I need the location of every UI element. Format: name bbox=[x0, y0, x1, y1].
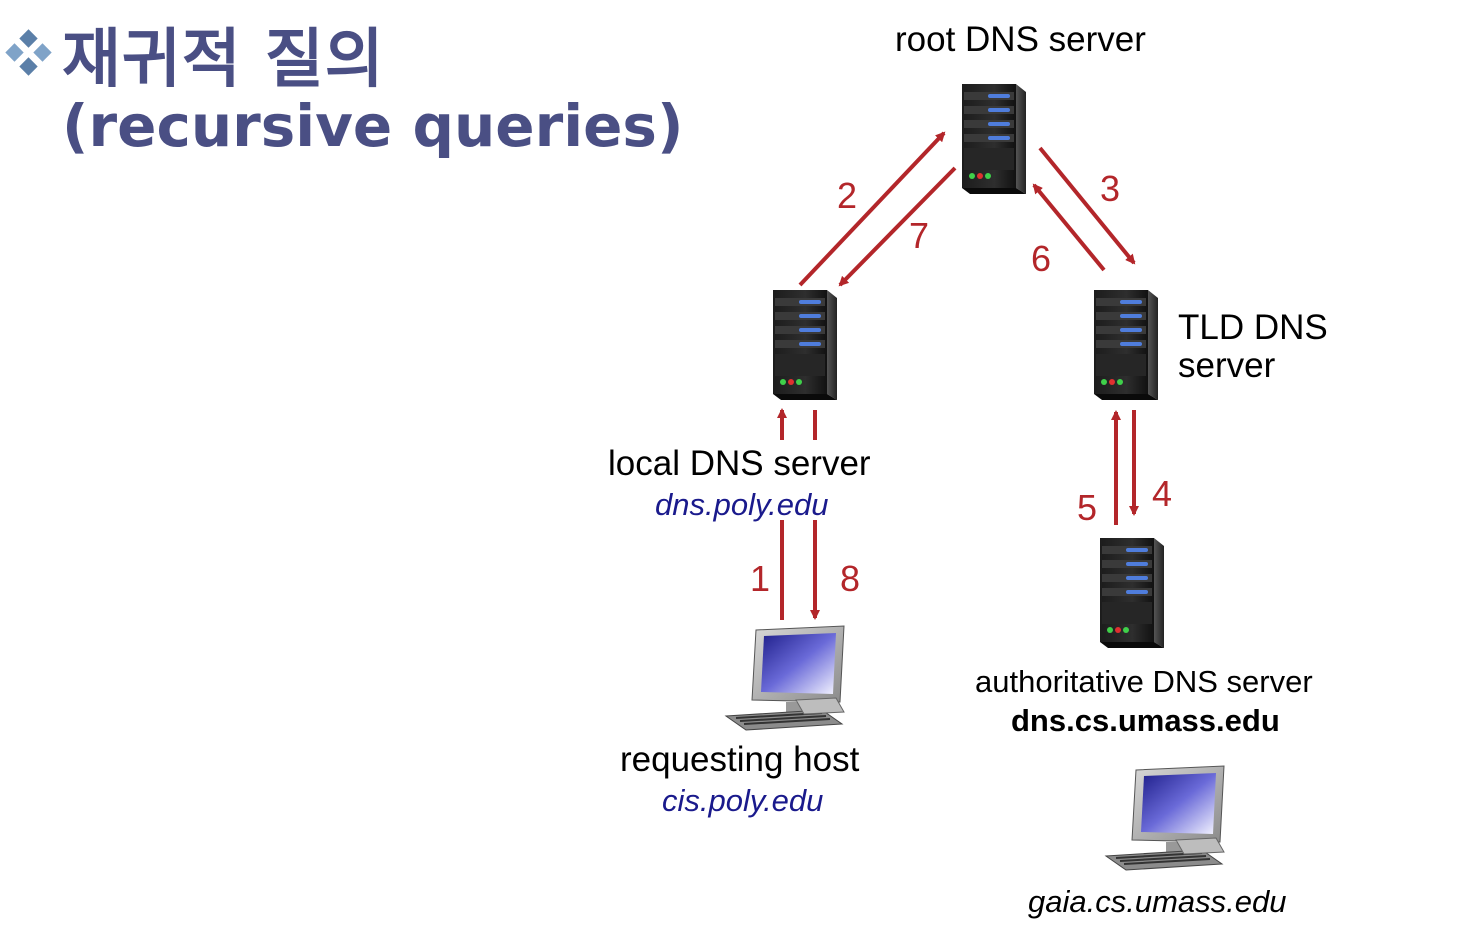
root-dns-server-icon bbox=[962, 84, 1026, 194]
step-number-3: 3 bbox=[1100, 168, 1121, 209]
step-number-7: 7 bbox=[909, 215, 930, 256]
requesting-host-hostname: cis.poly.edu bbox=[662, 783, 824, 818]
step-number-1: 1 bbox=[750, 558, 771, 599]
local-dns-server-hostname: dns.poly.edu bbox=[655, 487, 829, 522]
step-number-2: 2 bbox=[837, 175, 858, 216]
arrow-step-7 bbox=[838, 166, 957, 287]
arrow-step-6 bbox=[1032, 183, 1106, 272]
authoritative-dns-server-hostname: dns.cs.umass.edu bbox=[1011, 703, 1280, 738]
tld-dns-server-label-line1: TLD DNS bbox=[1178, 308, 1328, 347]
authoritative-dns-server-label: authoritative DNS server bbox=[975, 664, 1313, 699]
requesting-host-label: requesting host bbox=[620, 740, 860, 779]
tld-dns-server-label-line2: server bbox=[1178, 346, 1276, 385]
page-subtitle: (recursive queries) bbox=[62, 92, 684, 160]
tld-dns-server-icon bbox=[1094, 290, 1158, 400]
requesting-host-computer-icon bbox=[725, 625, 845, 731]
diamond-bullet-icon bbox=[5, 29, 52, 76]
local-dns-server-label: local DNS server bbox=[608, 444, 871, 483]
step-number-4: 4 bbox=[1152, 473, 1173, 514]
step-number-8: 8 bbox=[840, 558, 861, 599]
root-dns-server-label: root DNS server bbox=[895, 20, 1146, 59]
step-number-6: 6 bbox=[1031, 238, 1052, 279]
target-host-computer-icon bbox=[1105, 765, 1225, 871]
local-dns-server-icon bbox=[773, 290, 837, 400]
arrow-step-3 bbox=[1038, 146, 1136, 265]
step-number-5: 5 bbox=[1077, 487, 1098, 528]
authoritative-dns-server-icon bbox=[1100, 538, 1164, 648]
page-title: 재귀적 질의 bbox=[62, 23, 385, 97]
arrow-step-2 bbox=[798, 131, 946, 287]
target-host-hostname: gaia.cs.umass.edu bbox=[1028, 884, 1287, 919]
